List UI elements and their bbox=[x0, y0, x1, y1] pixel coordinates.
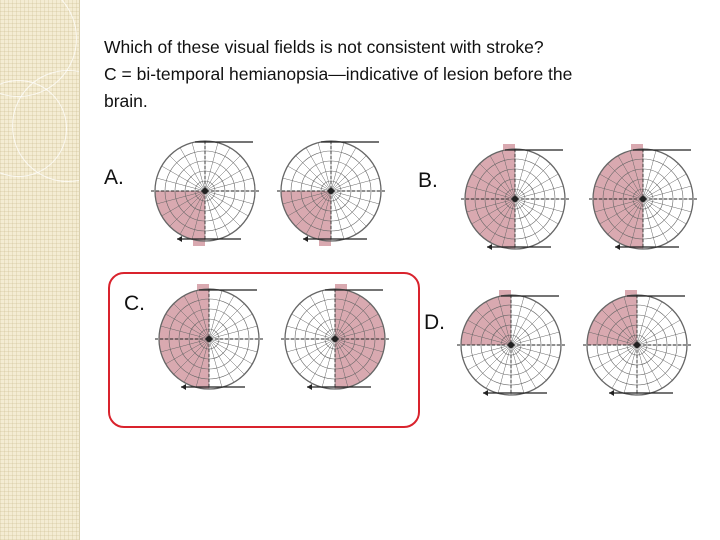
question-line: C = bi-temporal hemianopsia—indicative o… bbox=[104, 61, 694, 88]
baseline-arrow bbox=[483, 390, 488, 396]
meridian-line bbox=[515, 156, 540, 199]
meridian-line bbox=[515, 199, 540, 242]
meridian-line bbox=[292, 314, 335, 339]
meridian-line bbox=[637, 345, 662, 388]
meridian-line bbox=[300, 339, 335, 374]
meridian-line bbox=[180, 148, 205, 191]
meridian-line bbox=[511, 302, 536, 345]
baseline-arrow bbox=[615, 244, 620, 250]
meridian-line bbox=[643, 174, 686, 199]
meridian-line bbox=[643, 156, 668, 199]
meridian-line bbox=[288, 166, 331, 191]
meridian-line bbox=[643, 199, 668, 242]
fixation-point bbox=[202, 188, 208, 194]
meridian-line bbox=[637, 320, 680, 345]
meridian-line bbox=[209, 339, 244, 374]
meridian-line bbox=[511, 345, 554, 370]
fixation-point bbox=[634, 342, 640, 348]
meridian-line bbox=[331, 156, 366, 191]
visual-field-d-left bbox=[452, 290, 570, 400]
baseline-arrow bbox=[303, 236, 308, 242]
fixation-point bbox=[508, 342, 514, 348]
meridian-line bbox=[331, 191, 356, 234]
meridian-line bbox=[637, 310, 672, 345]
meridian-line bbox=[205, 156, 240, 191]
visual-field-c-left bbox=[150, 284, 268, 394]
visual-field-a-left bbox=[146, 136, 264, 246]
meridian-line bbox=[162, 166, 205, 191]
meridian-line bbox=[643, 164, 678, 199]
meridian-line bbox=[209, 339, 234, 382]
meridian-line bbox=[511, 310, 546, 345]
meridian-line bbox=[331, 148, 356, 191]
meridian-line bbox=[306, 148, 331, 191]
meridian-line bbox=[612, 345, 637, 388]
meridian-line bbox=[515, 199, 558, 224]
meridian-line bbox=[209, 296, 234, 339]
meridian-line bbox=[331, 191, 374, 216]
meridian-line bbox=[602, 345, 637, 380]
meridian-line bbox=[637, 345, 680, 370]
meridian-line bbox=[515, 164, 550, 199]
question-line: Which of these visual fields is not cons… bbox=[104, 34, 694, 61]
fixation-point bbox=[328, 188, 334, 194]
meridian-line bbox=[300, 304, 335, 339]
meridian-line bbox=[310, 339, 335, 382]
meridian-line bbox=[468, 345, 511, 370]
meridian-line bbox=[310, 296, 335, 339]
option-label-c: C. bbox=[124, 292, 145, 316]
baseline-arrow bbox=[177, 236, 182, 242]
fixation-point bbox=[640, 196, 646, 202]
meridian-line bbox=[209, 304, 244, 339]
meridian-line bbox=[594, 345, 637, 370]
meridian-line bbox=[209, 314, 252, 339]
meridian-line bbox=[511, 345, 536, 388]
meridian-line bbox=[292, 339, 335, 364]
fixation-point bbox=[332, 336, 338, 342]
option-label-b: B. bbox=[418, 169, 438, 193]
meridian-line bbox=[637, 302, 662, 345]
side-panel-edge bbox=[79, 0, 80, 540]
meridian-line bbox=[209, 339, 252, 364]
meridian-line bbox=[331, 191, 366, 226]
question-text: Which of these visual fields is not cons… bbox=[104, 34, 694, 115]
meridian-line bbox=[511, 345, 546, 380]
visual-field-b-left bbox=[456, 144, 574, 254]
visual-field-b-right bbox=[584, 144, 702, 254]
visual-field-c-right bbox=[276, 284, 394, 394]
meridian-line bbox=[205, 191, 240, 226]
meridian-line bbox=[511, 320, 554, 345]
meridian-line bbox=[296, 156, 331, 191]
meridian-line bbox=[205, 166, 248, 191]
baseline-arrow bbox=[487, 244, 492, 250]
meridian-line bbox=[170, 156, 205, 191]
meridian-line bbox=[515, 174, 558, 199]
meridian-line bbox=[205, 191, 248, 216]
visual-field-d-right bbox=[578, 290, 696, 400]
meridian-line bbox=[205, 191, 230, 234]
baseline-arrow bbox=[181, 384, 186, 390]
meridian-line bbox=[205, 148, 230, 191]
fixation-point bbox=[512, 196, 518, 202]
baseline-arrow bbox=[609, 390, 614, 396]
meridian-line bbox=[476, 345, 511, 380]
meridian-line bbox=[643, 199, 686, 224]
meridian-line bbox=[643, 199, 678, 234]
question-line: brain. bbox=[104, 88, 694, 115]
option-label-d: D. bbox=[424, 311, 445, 335]
option-label-a: A. bbox=[104, 166, 124, 190]
meridian-line bbox=[331, 166, 374, 191]
decorative-side-panel bbox=[0, 0, 79, 540]
fixation-point bbox=[206, 336, 212, 342]
baseline-arrow bbox=[307, 384, 312, 390]
meridian-line bbox=[515, 199, 550, 234]
meridian-line bbox=[486, 345, 511, 388]
visual-field-a-right bbox=[272, 136, 390, 246]
meridian-line bbox=[637, 345, 672, 380]
